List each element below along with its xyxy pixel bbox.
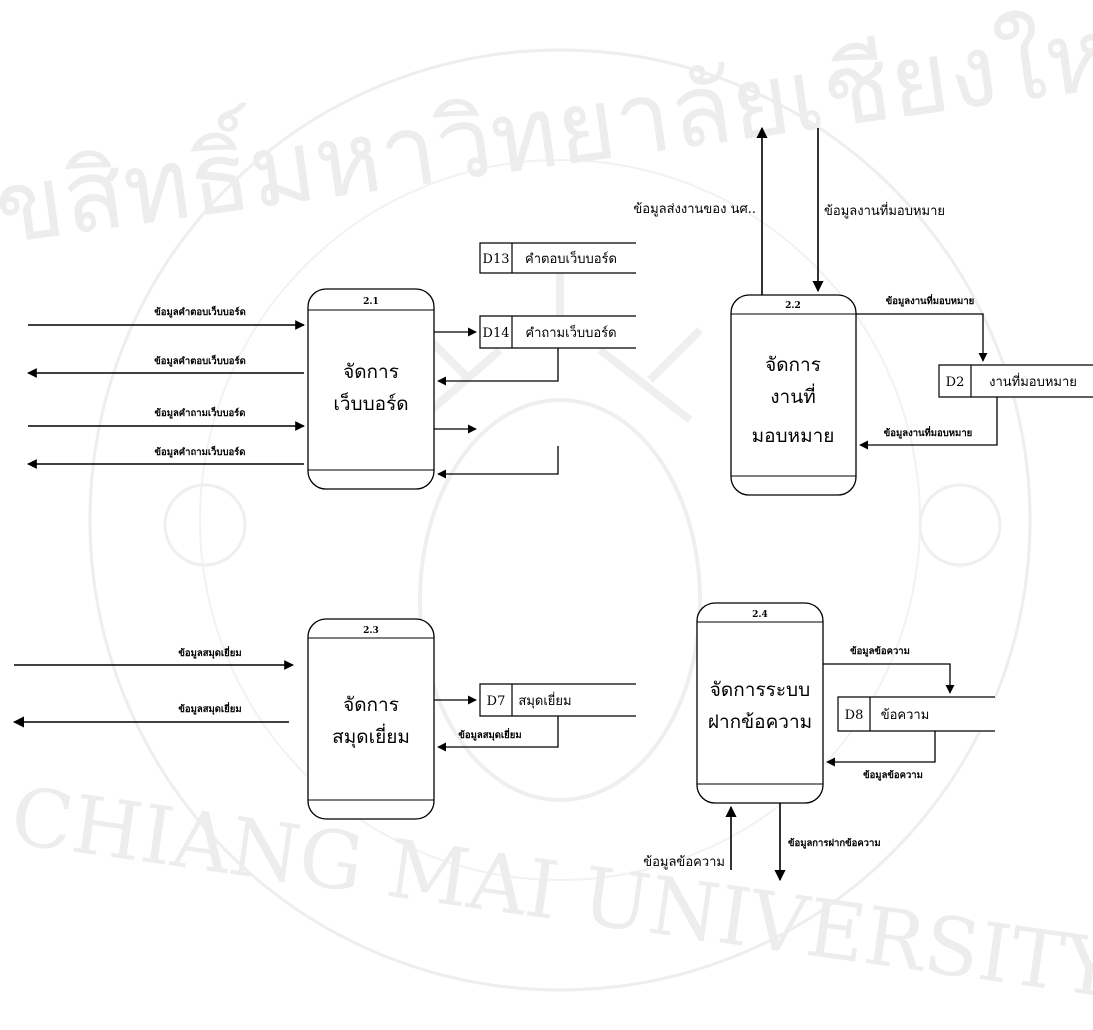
flow-label: ข้อมูลข้อความ [850,645,910,658]
flow-f1: ข้อมูลคำตอบเว็บบอร์ด [28,305,305,330]
flow-label: ข้อมูลสมุดเยี่ยม [178,701,241,716]
flow-f13: ข้อมูลข้อความ [826,731,936,782]
flow-label: ข้อมูลงานที่มอบหมาย [884,425,972,440]
process-label-line2: เว็บบอร์ด [333,391,408,415]
flow-label: ข้อมูลคำถามเว็บบอร์ด [155,445,246,459]
flow-label: ข้อมูลงานที่มอบหมาย [824,202,945,219]
datastore-id: D13 [483,252,510,267]
datastore-id: D8 [845,708,864,723]
process-2-3[interactable]: 2.3 จัดการ สมุดเยี่ยม [307,618,435,820]
flow-f6: ข้อมูลงานที่มอบหมาย [812,128,945,293]
flow-label: ข้อมูลข้อความ [863,769,923,782]
flow-label: ข้อมูลการฝากข้อความ [788,837,881,850]
flow-label: ข้อมูลคำตอบเว็บบอร์ด [154,354,246,368]
process-label-line2: งานที่ [770,383,815,408]
datastore-name: คำถามเว็บบอร์ด [525,323,616,341]
flow-f5: ข้อมูลส่งงานของ นศ.. [633,126,768,295]
process-label-line1: จัดการระบบ [710,679,810,701]
flow-label: ข้อมูลคำถามเว็บบอร์ด [155,406,246,420]
process-number: 2.4 [752,610,768,620]
flow-f7: ข้อมูลงานที่มอบหมาย [856,293,988,362]
datastore-id: D2 [946,375,965,390]
flow-f15: ข้อมูลการฝากข้อความ [774,803,881,882]
watermark-top-text: ลิขสิทธิ์มหาวิทยาลัยเชียงใหม่ [0,0,1093,276]
datastore-d8[interactable]: D8 ข้อความ [837,696,995,732]
datastore-id: D7 [487,694,506,709]
process-label-line1: จัดการ [343,694,399,716]
process-label-line1: จัดการ [765,354,821,376]
flow-d13-to-p21 [437,446,559,479]
flow-label: ข้อมูลส่งงานของ นศ.. [633,202,756,217]
datastore-name: งานที่มอบหมาย [989,373,1077,390]
flow-label: ข้อมูลข้อความ [643,855,725,870]
process-number: 2.1 [363,297,379,307]
process-label-line3: มอบหมาย [752,425,835,447]
flow-f9: ข้อมูลสมุดเยี่ยม [14,645,294,670]
datastore-d2[interactable]: D2 งานที่มอบหมาย [938,364,1093,398]
process-2-4[interactable]: 2.4 จัดการระบบ ฝากข้อความ [696,602,824,804]
process-label-line2: สมุดเยี่ยม [332,723,410,749]
datastore-id: D14 [483,326,510,341]
datastore-d7[interactable]: D7 สมุดเยี่ยม [479,683,636,717]
flow-f3: ข้อมูลคำถามเว็บบอร์ด [28,406,305,431]
datastore-name: คำตอบเว็บบอร์ด [525,249,617,267]
flow-label: ข้อมูลคำตอบเว็บบอร์ด [154,305,246,319]
flow-f12: ข้อมูลข้อความ [823,645,955,694]
datastore-d14[interactable]: D14 คำถามเว็บบอร์ด [479,315,636,349]
flow-label: ข้อมูลสมุดเยี่ยม [178,645,241,660]
watermark-bottom-text: CHIANG MAI UNIVERSITY [6,769,1093,1016]
flow-f4: ข้อมูลคำถามเว็บบอร์ด [27,445,304,469]
flow-label: ข้อมูลสมุดเยี่ยม [458,727,521,742]
flow-f2: ข้อมูลคำตอบเว็บบอร์ด [27,354,304,378]
flow-f14: ข้อมูลข้อความ [643,805,737,870]
flow-f11: ข้อมูลสมุดเยี่ยม [437,716,559,752]
datastore-name: สมุดเยี่ยม [518,692,571,709]
process-2-1[interactable]: 2.1 จัดการ เว็บบอร์ด [307,288,435,490]
process-label-line2: ฝากข้อความ [708,711,812,733]
flow-f8: ข้อมูลงานที่มอบหมาย [859,397,998,450]
datastore-name: ข้อความ [881,708,930,723]
flow-d14-to-p21 [437,348,559,386]
process-number: 2.2 [785,301,801,311]
flow-label: ข้อมูลงานที่มอบหมาย [886,293,974,308]
process-label-line1: จัดการ [343,361,399,383]
datastore-d13[interactable]: D13 คำตอบเว็บบอร์ด [479,242,636,274]
process-2-2[interactable]: 2.2 จัดการ งานที่ มอบหมาย [730,294,857,496]
process-number: 2.3 [363,626,379,636]
flow-f10: ข้อมูลสมุดเยี่ยม [12,701,289,728]
